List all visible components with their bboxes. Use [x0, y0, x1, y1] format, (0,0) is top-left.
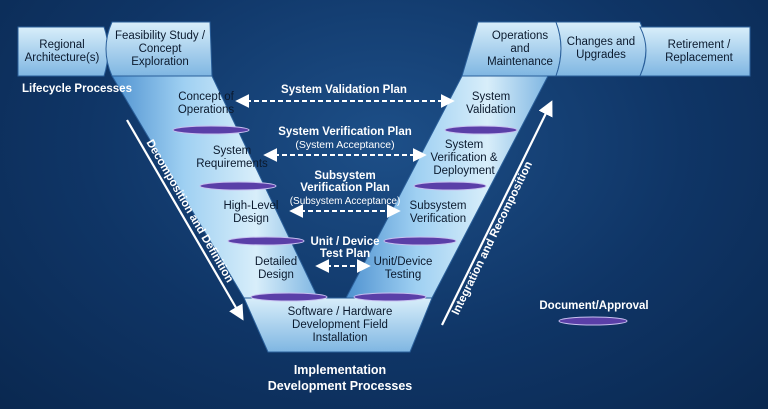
- approval-ellipse: [172, 125, 250, 135]
- operations-label: Operations and Maintenance: [487, 29, 553, 68]
- regional-architecture-label: Regional Architecture(s): [24, 39, 100, 64]
- validation-plan-label: System Validation Plan: [281, 84, 407, 96]
- approval-ellipse: [413, 181, 487, 191]
- approval-ellipse: [444, 125, 518, 135]
- subsystem-plan-label-2: Verification Plan: [300, 182, 390, 194]
- legend-ellipse: [558, 316, 628, 326]
- retirement-label: Retirement / Replacement: [665, 39, 733, 64]
- system-verification-label: System Verification & Deployment: [430, 138, 498, 177]
- retirement-box: [639, 26, 751, 77]
- verification-plan-sublabel: (System Acceptance): [295, 139, 395, 151]
- concept-of-operations-label: Concept of Operations: [177, 91, 235, 116]
- approval-ellipse: [250, 292, 328, 302]
- unit-device-testing-label: Unit/Device Testing: [373, 256, 433, 281]
- approval-ellipse: [199, 181, 277, 191]
- implementation-caption-2: Development Processes: [267, 379, 413, 393]
- integration-arrow: [441, 100, 553, 326]
- legend-label: Document/Approval: [539, 300, 649, 312]
- lifecycle-caption: Lifecycle Processes: [22, 83, 132, 95]
- system-validation-label: System Validation: [466, 91, 516, 116]
- implementation-caption-1: Implementation: [293, 363, 387, 377]
- subsystem-plan-label-1: Subsystem: [314, 170, 376, 182]
- unit-plan-label-1: Unit / Device: [310, 236, 380, 248]
- high-level-design-label: High-Level Design: [223, 200, 279, 225]
- decomposition-arrow: [126, 119, 244, 321]
- approval-ellipse: [383, 236, 457, 246]
- implementation-label: Software / Hardware Development Field In…: [287, 305, 393, 344]
- subsystem-verification-label: Subsystem Verification: [409, 200, 467, 225]
- detailed-design-label: Detailed Design: [254, 256, 298, 281]
- subsystem-plan-sublabel: (Subsystem Acceptance): [289, 196, 401, 207]
- system-requirements-label: System Requirements: [196, 145, 268, 170]
- verification-plan-label: System Verification Plan: [278, 126, 412, 138]
- unit-plan-label-2: Test Plan: [319, 248, 371, 260]
- approval-ellipse: [353, 292, 427, 302]
- approval-ellipse: [227, 236, 305, 246]
- changes-label: Changes and Upgrades: [566, 36, 636, 61]
- feasibility-label: Feasibility Study / Concept Exploration: [114, 29, 206, 68]
- feasibility-box: [105, 21, 213, 77]
